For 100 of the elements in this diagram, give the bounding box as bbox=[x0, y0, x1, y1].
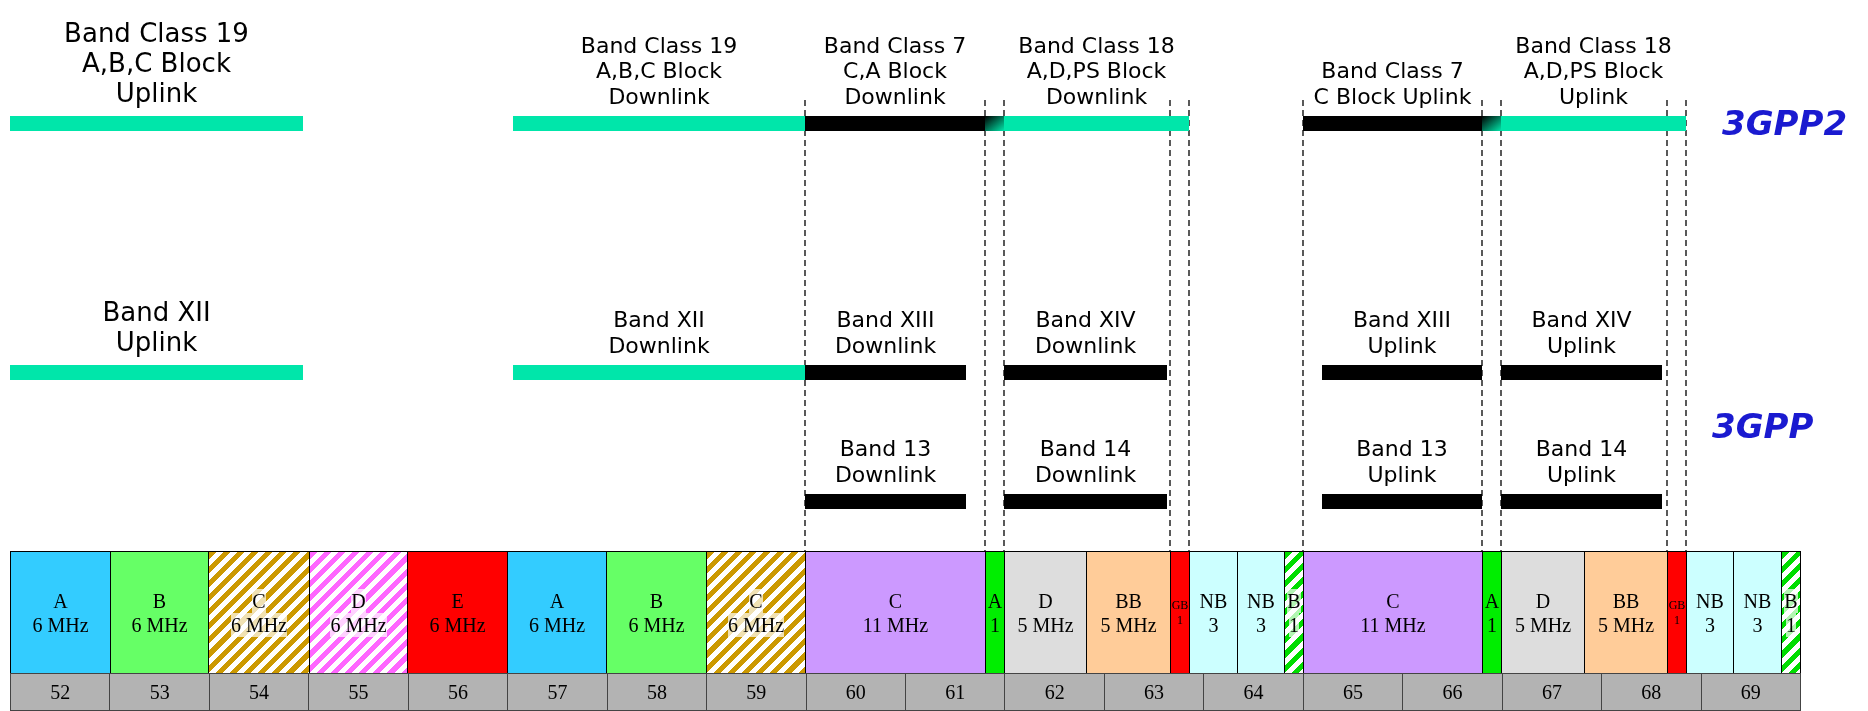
block-width: 11 MHz bbox=[862, 612, 929, 637]
channel-number: 56 bbox=[407, 673, 509, 711]
frequency-block bbox=[1667, 551, 1687, 674]
band-bar bbox=[1501, 116, 1686, 131]
frequency-block bbox=[1733, 551, 1782, 674]
block-name: D bbox=[1535, 588, 1551, 613]
band-label: Band Class 7 C Block Uplink bbox=[1312, 58, 1473, 109]
band-label: Band 14 Uplink bbox=[1534, 436, 1629, 487]
band-label: Band XIII Uplink bbox=[1352, 307, 1452, 358]
frequency-block bbox=[1189, 551, 1238, 674]
block-width: 1 bbox=[1177, 612, 1183, 627]
block-width: 5 MHz bbox=[1100, 612, 1157, 637]
frequency-block bbox=[1284, 551, 1304, 674]
block-width: 6 MHz bbox=[330, 612, 387, 637]
block-name: BB bbox=[1612, 588, 1640, 613]
band-bar bbox=[805, 116, 985, 131]
band-bar bbox=[513, 116, 805, 131]
frequency-block bbox=[805, 551, 986, 674]
block-width: 6 MHz bbox=[628, 612, 685, 637]
block-width: 6 MHz bbox=[528, 612, 586, 637]
block-width: 6 MHz bbox=[32, 612, 89, 637]
channel-number: 66 bbox=[1402, 673, 1503, 711]
block-name: A bbox=[549, 588, 565, 613]
band-label: Band Class 18 A,D,PS Block Downlink bbox=[1017, 33, 1176, 109]
band-bar bbox=[1303, 116, 1482, 131]
block-name: B bbox=[649, 588, 664, 613]
block-width: 11 MHz bbox=[1360, 612, 1426, 637]
block-name: GB bbox=[1668, 598, 1686, 613]
band-label: Band Class 7 C,A Block Downlink bbox=[822, 33, 968, 109]
band-label: Band XIV Uplink bbox=[1530, 307, 1633, 358]
frequency-block bbox=[110, 551, 209, 674]
standard-label: 3GPP bbox=[1712, 406, 1814, 446]
frequency-block bbox=[1686, 551, 1734, 674]
band-label: Band XIII Downlink bbox=[833, 307, 938, 358]
block-name: C bbox=[888, 588, 903, 613]
block-name: A bbox=[1484, 588, 1500, 613]
band-bar bbox=[805, 365, 966, 380]
block-name: D bbox=[351, 588, 366, 613]
block-name: B bbox=[152, 588, 167, 613]
frequency-block bbox=[1004, 551, 1087, 674]
block-name: B bbox=[1784, 588, 1798, 613]
frequency-block bbox=[10, 551, 111, 674]
channel-number: 69 bbox=[1700, 673, 1801, 711]
block-width: 3 bbox=[1256, 612, 1266, 637]
band-label: Band 14 Downlink bbox=[1033, 436, 1138, 487]
channel-number: 59 bbox=[706, 673, 807, 711]
band-bar bbox=[1322, 494, 1482, 509]
frequency-block bbox=[1086, 551, 1171, 674]
channel-number: 53 bbox=[109, 673, 210, 711]
block-width: 6 MHz bbox=[429, 612, 486, 637]
band-bar bbox=[513, 365, 805, 380]
channel-number: 57 bbox=[507, 673, 608, 711]
frequency-block bbox=[1303, 551, 1483, 674]
band-bar bbox=[1004, 365, 1167, 380]
channel-number: 63 bbox=[1103, 673, 1205, 711]
frequency-block bbox=[985, 551, 1005, 674]
frequency-block bbox=[1482, 551, 1502, 674]
band-label: Band XIV Downlink bbox=[1033, 307, 1138, 358]
block-width: 1 bbox=[1487, 612, 1497, 637]
block-width: 3 bbox=[1752, 612, 1763, 637]
block-name: A bbox=[53, 588, 68, 613]
block-name: BB bbox=[1115, 588, 1142, 613]
frequency-block bbox=[606, 551, 707, 674]
block-width: 6 MHz bbox=[230, 612, 288, 637]
block-name: E bbox=[451, 588, 464, 613]
frequency-block bbox=[706, 551, 806, 674]
block-name: B bbox=[1287, 588, 1301, 613]
band-bar bbox=[10, 365, 303, 380]
band-bar bbox=[1004, 494, 1167, 509]
band-bar bbox=[1004, 116, 1189, 131]
channel-number: 58 bbox=[606, 673, 708, 711]
frequency-block bbox=[1501, 551, 1585, 674]
block-width: 1 bbox=[1786, 612, 1796, 637]
block-width: 6 MHz bbox=[727, 612, 785, 637]
channel-number: 54 bbox=[208, 673, 310, 711]
band-label: Band Class 18 A,D,PS Block Uplink bbox=[1514, 33, 1673, 109]
band-bar bbox=[1322, 365, 1482, 380]
block-width: 5 MHz bbox=[1514, 612, 1572, 637]
band-bar bbox=[1501, 365, 1662, 380]
block-name: C bbox=[1386, 588, 1400, 613]
channel-number: 68 bbox=[1601, 673, 1702, 711]
block-name: GB bbox=[1171, 598, 1189, 613]
band-label: Band Class 19 A,B,C Block Uplink bbox=[63, 19, 250, 109]
frequency-block bbox=[407, 551, 508, 674]
block-name: NB bbox=[1743, 588, 1772, 613]
block-name: A bbox=[987, 588, 1003, 613]
block-name: C bbox=[252, 588, 266, 613]
channel-number: 61 bbox=[905, 673, 1006, 711]
block-width: 3 bbox=[1208, 612, 1219, 637]
channel-number: 67 bbox=[1501, 673, 1603, 711]
frequency-block bbox=[309, 551, 408, 674]
band-label: Band 13 Downlink bbox=[833, 436, 938, 487]
band-bar bbox=[1501, 494, 1662, 509]
block-width: 1 bbox=[990, 612, 1000, 637]
frequency-block bbox=[1781, 551, 1801, 674]
frequency-block bbox=[1170, 551, 1190, 674]
channel-number: 65 bbox=[1302, 673, 1404, 711]
frequency-block bbox=[1237, 551, 1285, 674]
block-name: C bbox=[749, 588, 763, 613]
frequency-block bbox=[507, 551, 607, 674]
